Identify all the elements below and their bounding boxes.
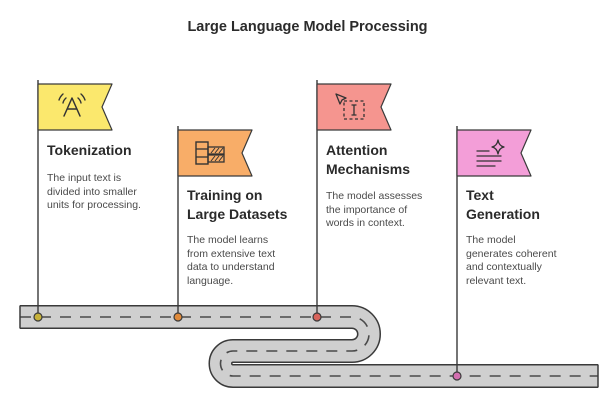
road-pin	[33, 312, 43, 322]
milestone-description-line: language.	[187, 274, 234, 287]
milestone-description-line: The model	[466, 234, 516, 246]
milestone-description-line: The model assesses	[326, 190, 423, 202]
milestone-4	[452, 126, 532, 381]
milestone-heading-line: Text	[466, 187, 494, 203]
milestone-heading: Tokenization	[47, 141, 132, 160]
milestone-heading-line: Training on	[187, 187, 263, 203]
sparkle-text-icon	[476, 139, 505, 167]
milestone-heading-line: Large Datasets	[187, 206, 288, 222]
milestone-description-line: and contextually	[466, 261, 542, 273]
milestone-description-line: The model learns	[187, 234, 269, 246]
milestone-description-line: from extensive text	[187, 247, 276, 260]
milestone-heading: Training on Large Datasets	[187, 186, 287, 224]
flag	[37, 83, 113, 131]
road-surface	[20, 306, 598, 387]
data-table-icon	[195, 141, 225, 165]
milestone-description-line: generates coherent	[466, 247, 557, 260]
milestone-1	[33, 80, 113, 322]
road-pin	[452, 371, 462, 381]
road-pin	[312, 312, 322, 322]
milestone-3	[312, 80, 392, 322]
road-cap-right	[598, 360, 615, 394]
milestone-heading-line: Generation	[466, 206, 540, 222]
road-lane-dashes	[20, 316, 598, 377]
flag	[456, 129, 532, 177]
diagram-title: Large Language Model Processing	[187, 19, 428, 35]
milestone-heading-line: Attention	[326, 142, 388, 158]
road-pin	[173, 312, 183, 322]
milestone-description-line: units for processing.	[47, 199, 141, 211]
cursor-select-icon	[335, 93, 365, 120]
milestone-2	[173, 126, 253, 322]
milestone-description-line: relevant text.	[466, 274, 527, 287]
text-glyph-icon	[58, 93, 86, 117]
road-cap-left	[0, 300, 20, 334]
milestone-description-line: divided into smaller	[47, 185, 137, 198]
milestone-description-line: The input text is	[47, 172, 122, 184]
milestone-description-line: data to understand	[187, 261, 275, 273]
milestone-description-line: the importance of	[326, 203, 408, 216]
milestone-heading-line: Mechanisms	[326, 161, 411, 177]
milestone-heading-line: Tokenization	[47, 142, 132, 158]
milestone-description-line: words in context.	[326, 217, 405, 229]
